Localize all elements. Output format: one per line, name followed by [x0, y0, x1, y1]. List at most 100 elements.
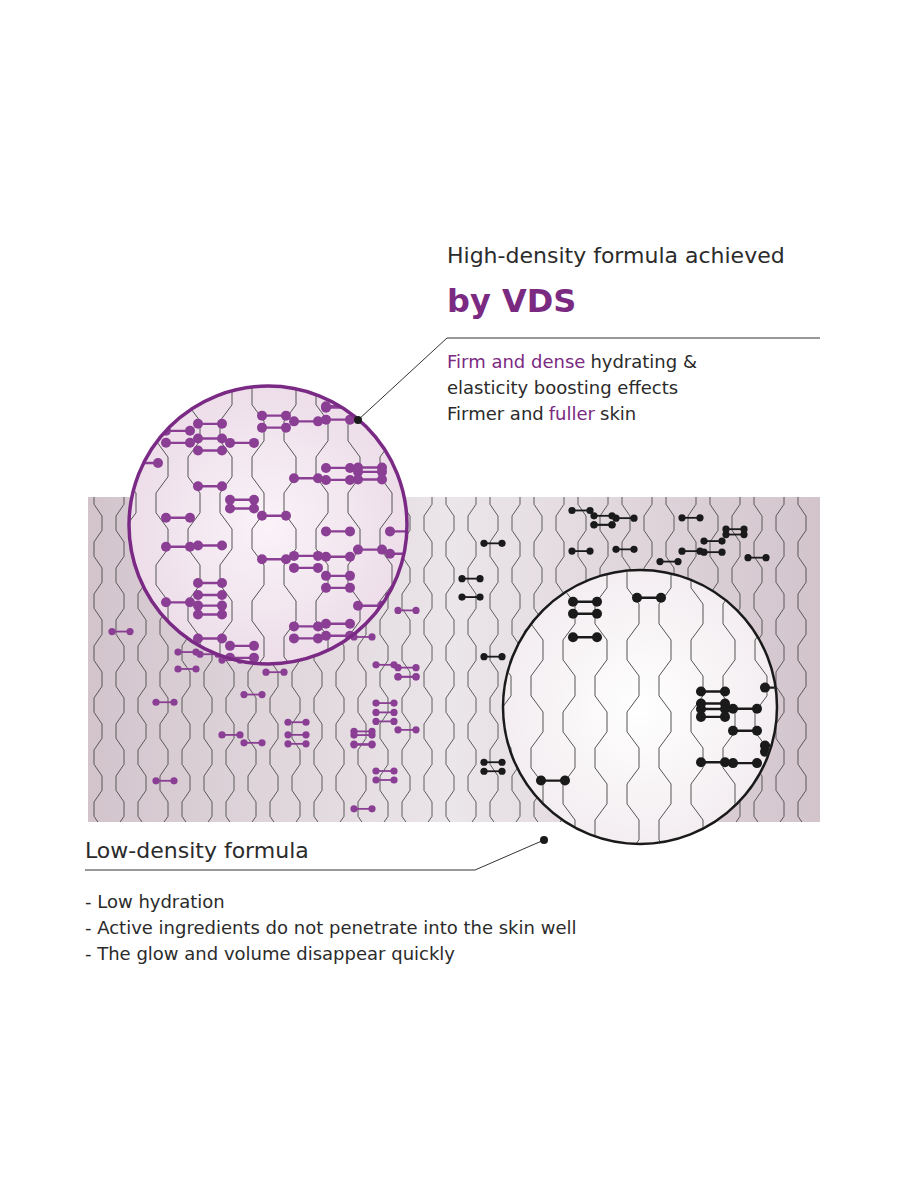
dumbbell-end [249, 641, 259, 651]
dumbbell-end [372, 699, 379, 706]
dumbbell-end [225, 503, 235, 513]
dumbbell-end [720, 704, 730, 714]
dumbbell-end [161, 597, 171, 607]
dumbbell-end [718, 549, 725, 556]
dumbbell-end [249, 438, 259, 448]
dumbbell-bar [390, 407, 414, 409]
dumbbell-end [313, 633, 323, 643]
dumbbell-end [217, 481, 227, 491]
dumbbell-end [217, 590, 227, 600]
dumbbell-end [350, 728, 357, 735]
dumbbell-end [217, 434, 227, 444]
dumbbell-end [257, 554, 267, 564]
dumbbell-bar [765, 780, 789, 782]
dumbbell-end [409, 595, 419, 605]
dumbbell-end [345, 526, 355, 536]
structure-line [94, 497, 102, 822]
dense-structure [124, 385, 419, 693]
dumbbell-end [281, 411, 291, 421]
dumbbell-end [262, 669, 269, 676]
dumbbell-end [284, 740, 291, 747]
dumbbell-end [720, 687, 730, 697]
dumbbell-end [368, 740, 375, 747]
dumbbell-end [321, 571, 331, 581]
dumbbell-end [630, 515, 637, 522]
dumbbell-end [504, 610, 514, 620]
dumbbell-end [353, 463, 363, 473]
dumbbell-end [174, 648, 181, 655]
dumbbell-end [108, 628, 115, 635]
dumbbell-end [152, 777, 159, 784]
dumbbell-end [458, 575, 465, 582]
dumbbell-end [390, 699, 397, 706]
dumbbell-end [560, 776, 570, 786]
dumbbell-end [249, 503, 259, 513]
dumbbell-bar [390, 599, 414, 601]
dumbbell-end [368, 741, 375, 748]
bullet-text: - Active ingredients do not penetrate in… [85, 917, 576, 939]
dumbbell-end [372, 767, 379, 774]
dumbbell-end [284, 731, 291, 738]
dumbbell-end [740, 526, 747, 533]
dumbbell-end [281, 511, 291, 521]
structure-line [798, 497, 806, 822]
dumbbell-end [302, 740, 309, 747]
dumbbell-end [762, 554, 769, 561]
dumbbell-end [185, 513, 195, 523]
dumbbell-end [385, 607, 395, 617]
dumbbell-end [193, 446, 203, 456]
dumbbell-end [193, 434, 203, 444]
dumbbell-end [321, 401, 331, 411]
dumbbell-end [394, 673, 401, 680]
dumbbell-end [289, 473, 299, 483]
dumbbell-end [217, 601, 227, 611]
dumbbell-end [350, 805, 357, 812]
dumbbell-end [656, 593, 666, 603]
dumbbell-end [353, 545, 363, 555]
dumbbell-end [480, 653, 487, 660]
structure-line [531, 568, 543, 876]
dumbbell-end [728, 758, 738, 768]
dumbbell-end [476, 593, 483, 600]
dumbbell-end [592, 609, 602, 619]
sparse-structure [499, 568, 794, 876]
dumbbell-end [728, 726, 738, 736]
dumbbell-end [289, 633, 299, 643]
dumbbell-end [281, 423, 291, 433]
dumbbell-end [217, 578, 227, 588]
callout-text: hydrating & [590, 351, 697, 373]
dumbbell-end [412, 673, 419, 680]
magnify-circle-border [503, 570, 777, 844]
dumbbell-end [240, 691, 247, 698]
dumbbell-end [289, 416, 299, 426]
dumbbell-end [412, 664, 419, 671]
magnify-circle [129, 386, 407, 664]
dumbbell-end [345, 619, 355, 629]
dumbbell-end [752, 704, 762, 714]
dumbbell-end [458, 593, 465, 600]
dumbbell-end [412, 673, 419, 680]
dumbbell-end [390, 776, 397, 783]
dumbbell-end [412, 726, 419, 733]
bullet-text: - The glow and volume disappear quickly [85, 943, 455, 965]
callout-text: elasticity boosting effects [447, 377, 678, 399]
dumbbell-end [321, 526, 331, 536]
dumbbell-end [313, 416, 323, 426]
dumbbell-end [258, 691, 265, 698]
dumbbell-end [696, 514, 703, 521]
dumbbell-end [632, 593, 642, 603]
callout-heading: Low-density formula [85, 838, 309, 864]
dumbbell-end [284, 719, 291, 726]
dumbbell-end [568, 548, 575, 555]
dumbbell-end [592, 632, 602, 642]
dumbbell-end [225, 641, 235, 651]
dumbbell-end [784, 741, 794, 751]
callout-text: fuller [549, 403, 595, 425]
callout-text: skin [600, 403, 636, 425]
structure-line [424, 497, 432, 822]
structure-line [348, 385, 360, 693]
leader-dot [540, 836, 548, 844]
dumbbell-end [192, 665, 199, 672]
dumbbell-end [289, 563, 299, 573]
dumbbell-end [345, 552, 355, 562]
